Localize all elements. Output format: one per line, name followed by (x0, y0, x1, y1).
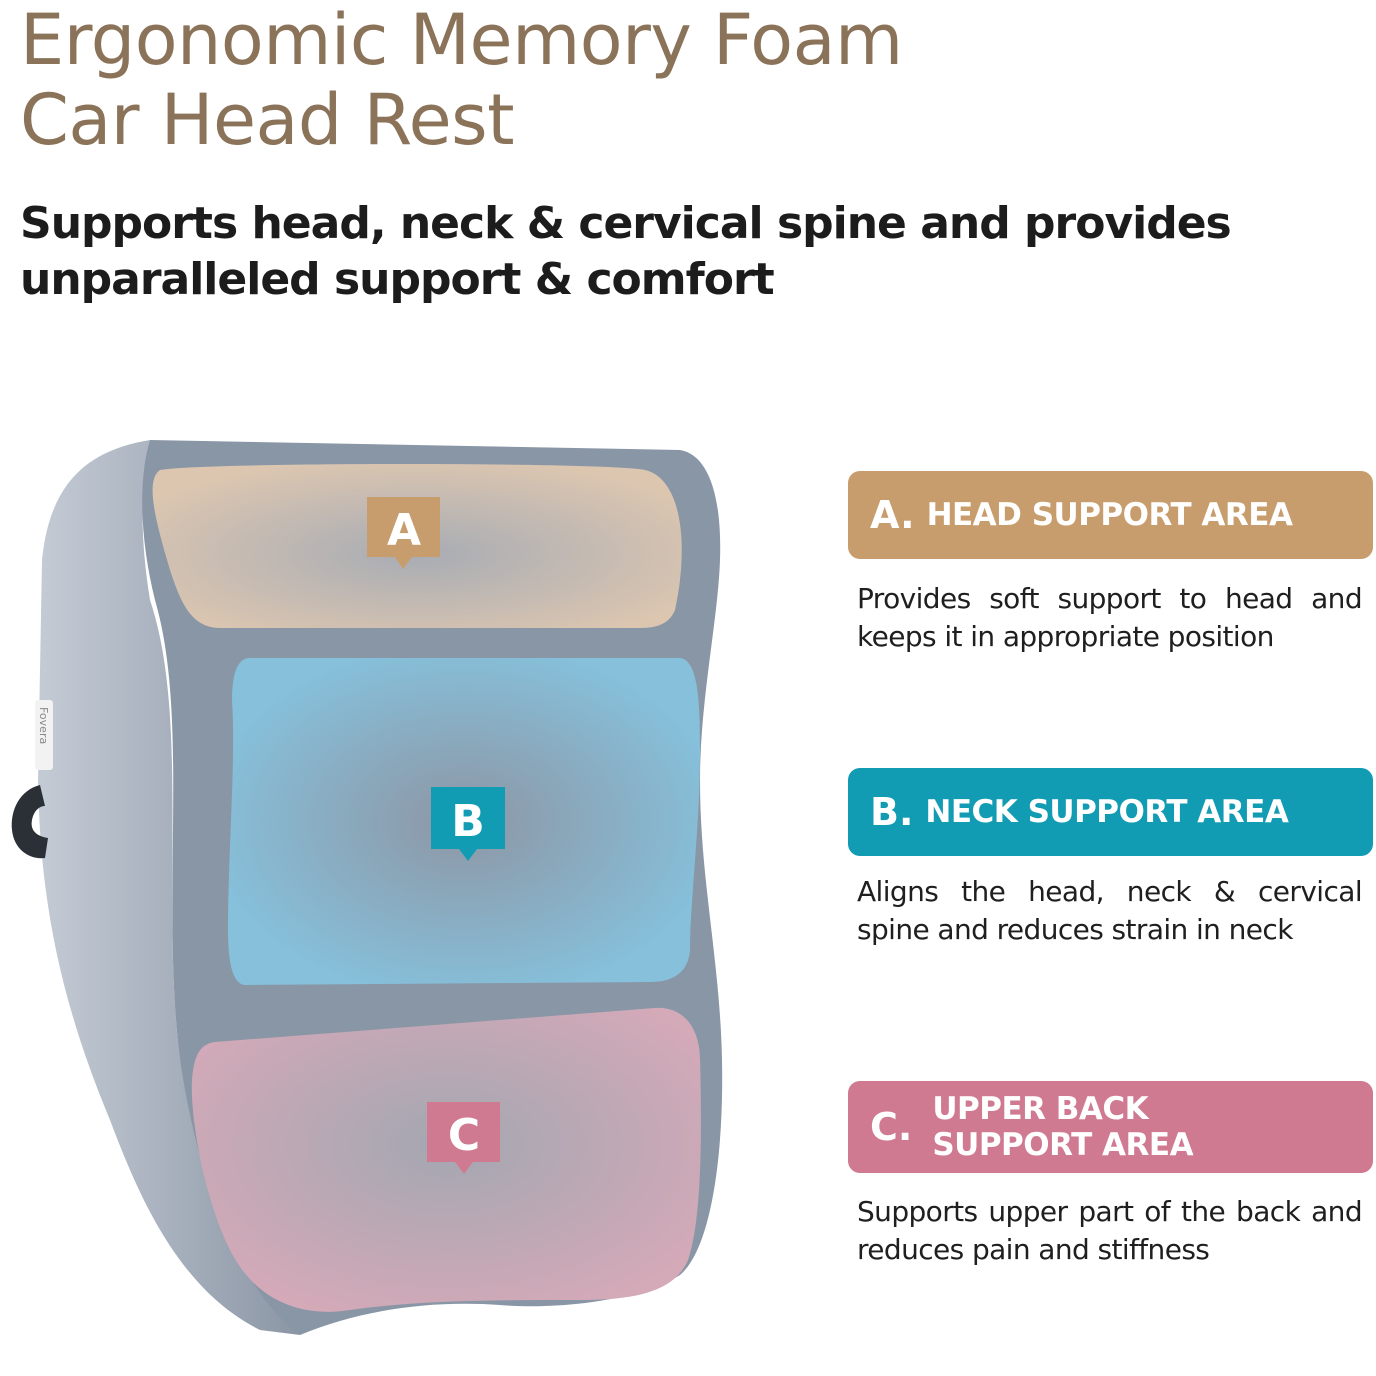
subtitle-line-1: Supports head, neck & cervical spine and… (20, 198, 1232, 249)
marker-b: B (431, 787, 505, 861)
feature-a-label: HEAD SUPPORT AREA (926, 497, 1293, 533)
headrest-strap (11, 785, 48, 859)
feature-c-label: UPPER BACK SUPPORT AREA (932, 1091, 1193, 1163)
feature-b-letter: B. (870, 790, 914, 834)
title-line-1: Ergonomic Memory Foam (20, 0, 903, 81)
feature-c-letter: C. (870, 1105, 913, 1149)
brand-tag (35, 700, 53, 770)
feature-a-description: Provides soft support to head and keeps … (857, 582, 1363, 653)
feature-c-badge: C. UPPER BACK SUPPORT AREA (848, 1081, 1373, 1173)
subtitle-line-2: unparalleled support & comfort (20, 254, 775, 305)
feature-c-label-line-1: UPPER BACK (932, 1091, 1149, 1127)
svg-text:A: A (387, 505, 421, 556)
title-line-2: Car Head Rest (20, 79, 515, 161)
feature-a-badge: A. HEAD SUPPORT AREA (848, 471, 1373, 559)
brand-tag-text: Fovera (37, 707, 50, 744)
page-subtitle: Supports head, neck & cervical spine and… (20, 196, 1232, 308)
headrest-side (38, 440, 300, 1335)
feature-c-label-line-2: SUPPORT AREA (932, 1127, 1194, 1163)
headrest-product-image: Fovera A B C (11, 440, 723, 1335)
svg-text:C: C (448, 1110, 480, 1161)
feature-b-label: NECK SUPPORT AREA (925, 794, 1289, 830)
svg-text:B: B (451, 796, 485, 847)
feature-c-description: Supports upper part of the back and redu… (857, 1195, 1363, 1266)
marker-a: A (367, 497, 440, 569)
feature-b-badge: B. NECK SUPPORT AREA (848, 768, 1373, 856)
feature-a-letter: A. (870, 493, 915, 537)
feature-b-description: Aligns the head, neck & cervical spine a… (857, 875, 1363, 946)
page-title: Ergonomic Memory Foam Car Head Rest (20, 0, 903, 160)
marker-c: C (427, 1102, 500, 1174)
